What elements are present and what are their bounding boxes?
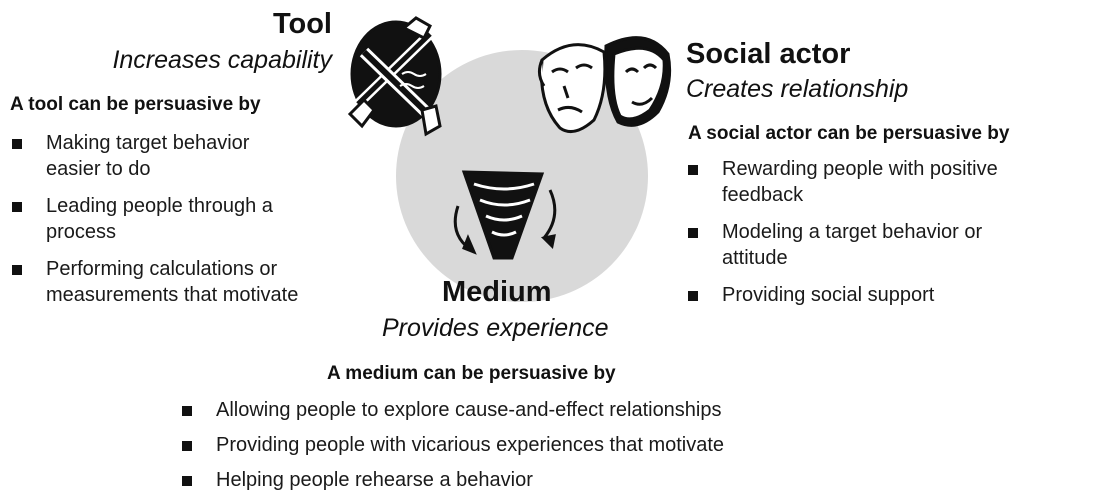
tool-item: Performing calculations or measurements … [12,256,367,308]
medium-list: Allowing people to explore cause-and-eff… [182,397,882,493]
bullet-square-icon [688,291,698,301]
medium-item: Allowing people to explore cause-and-eff… [182,397,882,423]
medium-item: Providing people with vicarious experien… [182,432,882,458]
tool-heading: A tool can be persuasive by [10,94,261,115]
medium-subtitle: Provides experience [382,314,609,342]
medium-title: Medium [442,276,552,308]
social-subtitle: Creates relationship [686,75,909,103]
tool-item: Leading people through a process [12,193,367,245]
medium-heading: A medium can be persuasive by [327,363,616,384]
tool-item: Making target behavior easier to do [12,130,367,182]
social-item: Rewarding people with positive feedback [688,156,1088,208]
social-list: Rewarding people with positive feedback … [688,156,1088,308]
bullet-square-icon [688,165,698,175]
bullet-square-icon [182,441,192,451]
swirling-funnel-icon [450,166,560,266]
social-title: Social actor [686,38,851,70]
bullet-square-icon [182,476,192,486]
social-item: Providing social support [688,282,1088,308]
social-item: Modeling a target behavior or attitude [688,219,1088,271]
medium-item: Helping people rehearse a behavior [182,467,882,493]
hammer-and-wrench-tools-icon [344,14,449,144]
theater-masks-icon [536,26,676,136]
bullet-square-icon [12,139,22,149]
bullet-square-icon [12,265,22,275]
tool-title: Tool [272,8,332,40]
bullet-square-icon [12,202,22,212]
social-heading: A social actor can be persuasive by [688,123,1010,144]
tool-subtitle: Increases capability [112,46,332,74]
bullet-square-icon [688,228,698,238]
tool-list: Making target behavior easier to do Lead… [12,130,367,308]
bullet-square-icon [182,406,192,416]
